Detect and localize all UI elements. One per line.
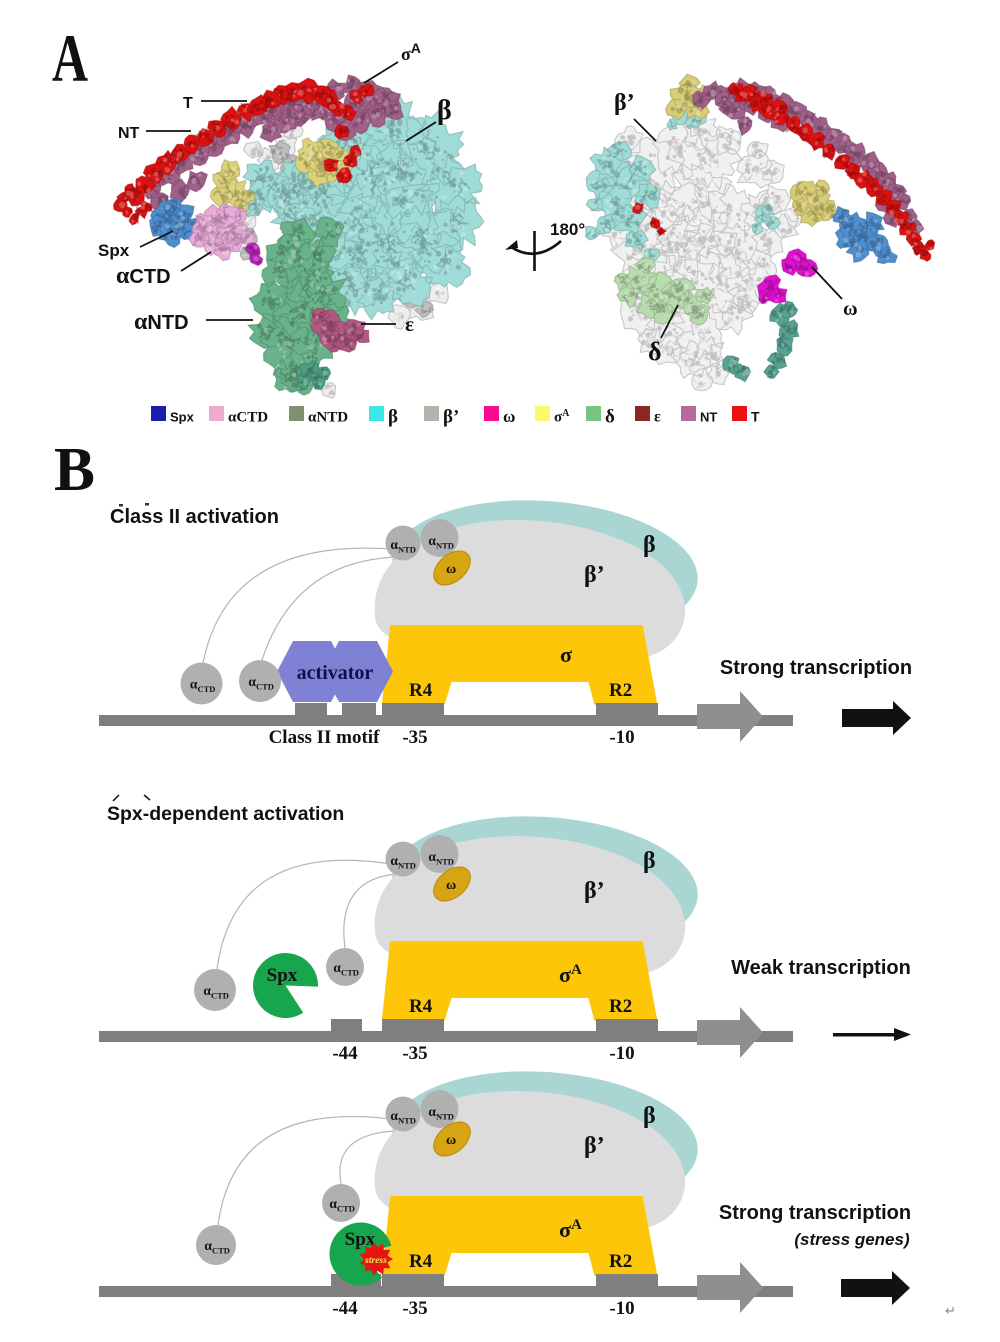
svg-text:αCTD: αCTD: [228, 409, 268, 425]
svg-text:-35: -35: [402, 1043, 427, 1064]
svg-text:Spx-dependent activation: Spx-dependent activation: [107, 803, 344, 825]
svg-text:-10: -10: [609, 727, 634, 748]
svg-text:β: β: [437, 95, 452, 126]
svg-text:β: β: [643, 848, 656, 874]
svg-text:R2: R2: [609, 1251, 632, 1272]
svg-text:R4: R4: [409, 996, 433, 1017]
svg-text:R4: R4: [409, 680, 433, 701]
svg-text:Strong transcription: Strong transcription: [719, 1202, 911, 1224]
svg-text:β: β: [388, 406, 398, 427]
svg-text:T: T: [751, 409, 760, 425]
svg-text:αNTD: αNTD: [308, 409, 348, 425]
svg-text:ω: ω: [446, 1133, 456, 1148]
svg-text:αNTD: αNTD: [134, 309, 189, 335]
svg-text:Strong transcription: Strong transcription: [720, 657, 912, 679]
svg-text:β’: β’: [584, 562, 605, 588]
svg-text:σ: σ: [560, 642, 572, 667]
svg-text:T: T: [183, 95, 193, 112]
svg-text:ω: ω: [446, 562, 456, 577]
svg-text:Spx: Spx: [170, 409, 195, 424]
svg-text:Class II activation: Class II activation: [110, 506, 279, 528]
svg-text:(stress genes): (stress genes): [794, 1230, 910, 1249]
svg-text:δ: δ: [648, 337, 662, 366]
svg-text:-10: -10: [609, 1298, 634, 1319]
svg-text:Spx: Spx: [98, 241, 130, 260]
svg-text:αCTD: αCTD: [116, 263, 171, 289]
svg-text:ε: ε: [654, 409, 661, 426]
svg-text:R2: R2: [609, 996, 632, 1017]
svg-text:180°: 180°: [550, 220, 585, 239]
svg-text:β’: β’: [614, 90, 635, 116]
svg-text:Spx: Spx: [267, 965, 298, 986]
svg-text:R4: R4: [409, 1251, 433, 1272]
svg-text:↵: ↵: [945, 1303, 956, 1318]
svg-text:-44: -44: [332, 1043, 358, 1064]
svg-text:ω: ω: [843, 298, 858, 320]
svg-text:β: β: [643, 1103, 656, 1129]
svg-text:β’: β’: [443, 406, 459, 427]
svg-text:ω: ω: [446, 878, 456, 893]
svg-text:stress: stress: [364, 1256, 387, 1266]
svg-text:ε: ε: [405, 312, 414, 336]
svg-text:β’: β’: [584, 878, 605, 904]
svg-text:activator: activator: [297, 662, 374, 684]
svg-text:-35: -35: [402, 727, 427, 748]
svg-text:-35: -35: [402, 1298, 427, 1319]
svg-text:Spx: Spx: [345, 1229, 376, 1250]
svg-text:ω: ω: [503, 407, 515, 426]
svg-text:β: β: [643, 532, 656, 558]
svg-text:-10: -10: [609, 1043, 634, 1064]
svg-text:Weak transcription: Weak transcription: [731, 957, 911, 979]
svg-text:NT: NT: [118, 125, 140, 142]
svg-text:Class II motif: Class II motif: [269, 727, 381, 748]
svg-text:δ: δ: [605, 406, 615, 427]
svg-text:-44: -44: [332, 1298, 358, 1319]
svg-text:NT: NT: [700, 409, 717, 424]
svg-text:R2: R2: [609, 680, 632, 701]
svg-text:A: A: [52, 20, 88, 96]
svg-text:B: B: [54, 436, 95, 504]
svg-text:β’: β’: [584, 1133, 605, 1159]
